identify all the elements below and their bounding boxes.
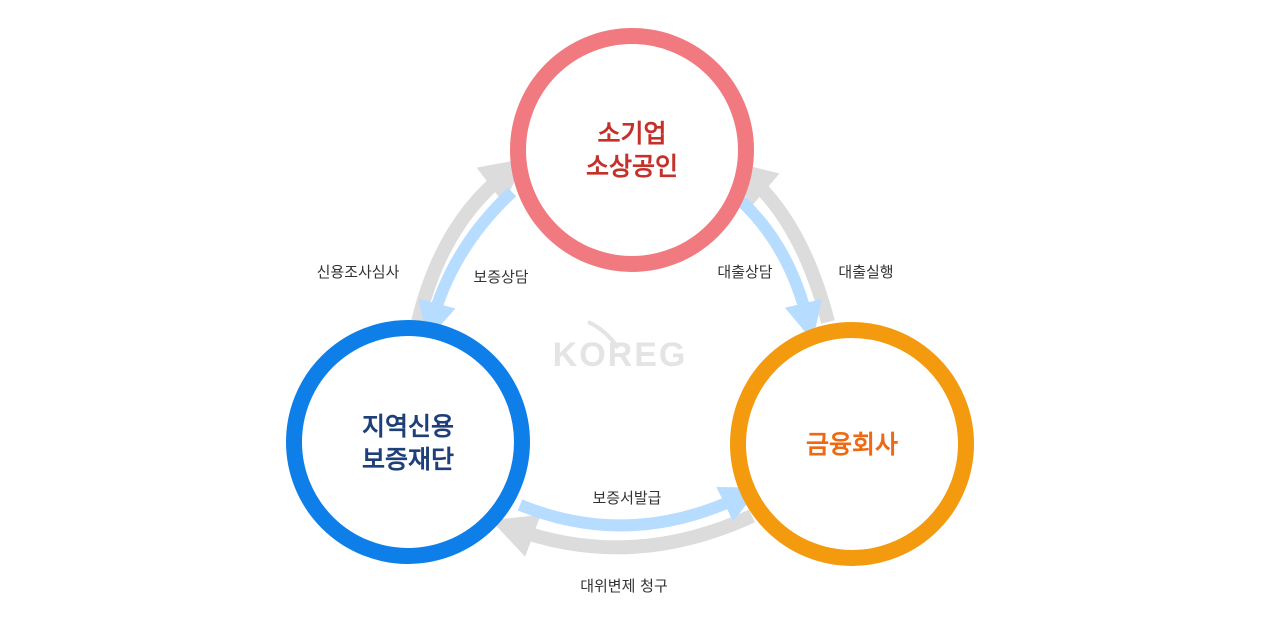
koreg-logo-swoosh	[587, 320, 620, 350]
arrow-guarantee-consult	[418, 187, 517, 341]
label-guarantee-issue: 보증서발급	[592, 489, 661, 507]
node-credit-foundation-line2: 보증재단	[362, 445, 454, 474]
node-small-business-line1: 소기업	[597, 119, 666, 148]
arrow-guarantee-issue	[517, 487, 760, 532]
label-loan-execution: 대출실행	[838, 263, 893, 281]
node-small-business: 소기업 소상공인	[510, 28, 754, 272]
label-subrogation-claim: 대위변제 청구	[580, 577, 668, 595]
node-credit-foundation-line1: 지역신용	[362, 412, 454, 441]
label-loan-consult: 대출상담	[717, 263, 772, 281]
label-credit-review: 신용조사심사	[317, 263, 400, 281]
node-small-business-line2: 소상공인	[586, 152, 678, 181]
arrow-loan-execution	[730, 161, 835, 324]
node-financial-company-label: 금융회사	[806, 430, 898, 459]
arrow-subrogation-claim	[491, 509, 755, 557]
node-credit-foundation: 지역신용 보증재단	[286, 320, 530, 564]
arrow-loan-consult	[735, 195, 823, 341]
koreg-logo: KOREG	[553, 336, 688, 374]
label-guarantee-consult: 보증상담	[473, 268, 528, 286]
node-financial-company: 금융회사	[730, 322, 974, 566]
